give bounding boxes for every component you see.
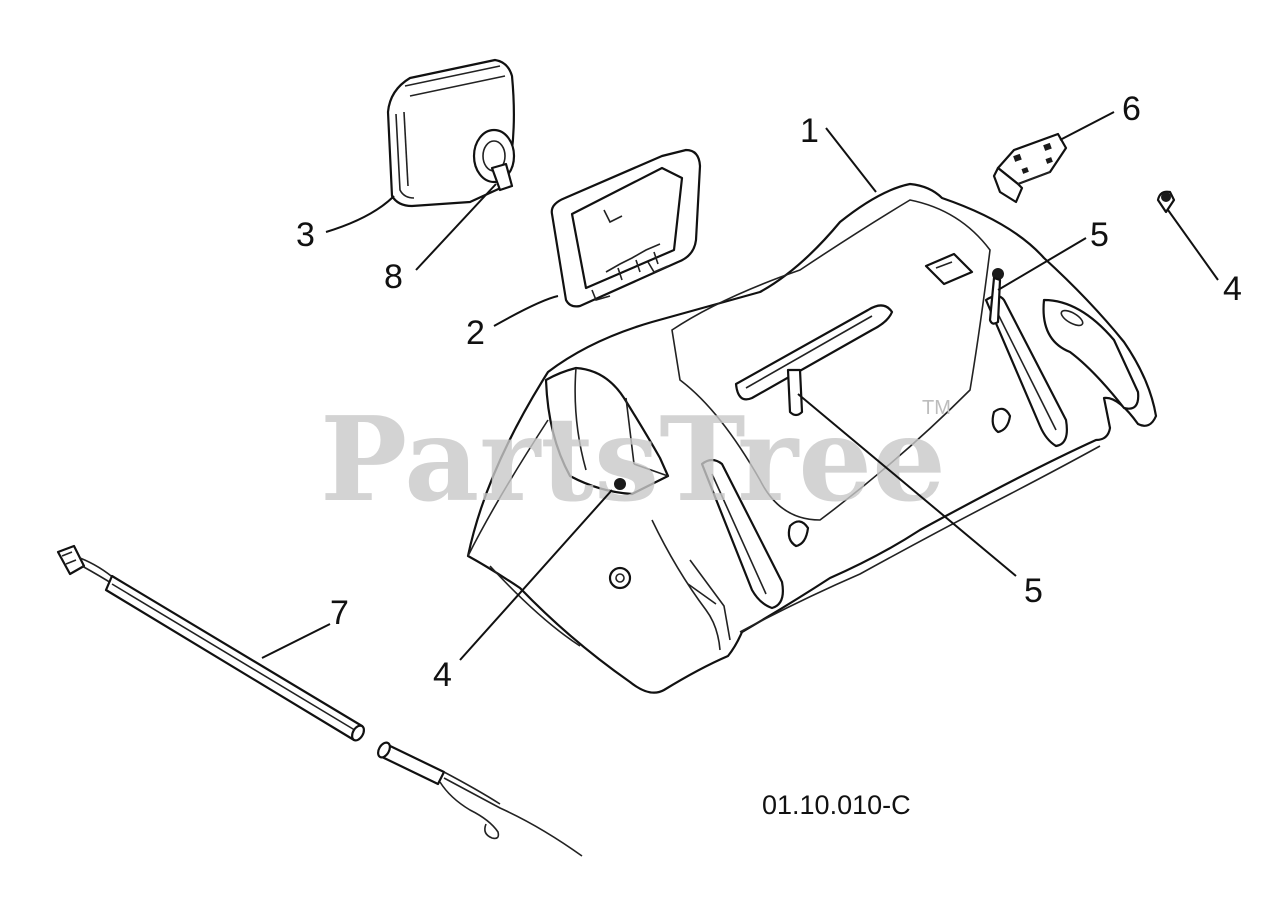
callout-4a[interactable]: 4 — [433, 656, 452, 694]
callout-4b[interactable]: 4 — [1223, 270, 1242, 308]
leader-6 — [1059, 111, 1115, 141]
leader-2 — [493, 295, 559, 327]
screw-right[interactable] — [1156, 190, 1176, 214]
trademark-mark: TM — [922, 397, 951, 419]
callout-2[interactable]: 2 — [466, 314, 485, 352]
switch[interactable] — [992, 132, 1068, 204]
leader-4a — [459, 489, 613, 661]
callout-6[interactable]: 6 — [1122, 90, 1141, 128]
drawing-code: 01.10.010-C — [762, 790, 911, 820]
leader-7 — [261, 623, 331, 659]
hood-cover[interactable] — [466, 182, 1158, 694]
leader-3 — [325, 195, 395, 233]
leader-5b — [797, 393, 1017, 577]
leader-5a — [997, 237, 1087, 291]
watermark-text: PartsTree — [320, 392, 946, 528]
leader-1 — [825, 127, 877, 193]
wiring-harness[interactable] — [56, 544, 583, 857]
callout-1[interactable]: 1 — [800, 112, 819, 150]
callout-5a[interactable]: 5 — [1090, 216, 1109, 254]
callout-7[interactable]: 7 — [330, 594, 349, 632]
callout-8[interactable]: 8 — [384, 258, 403, 296]
leader-8 — [415, 183, 497, 271]
leader-lines — [261, 111, 1219, 661]
leader-4b — [1167, 209, 1219, 281]
lamp-bezel[interactable] — [550, 148, 702, 308]
callout-5b[interactable]: 5 — [1024, 572, 1043, 610]
pin-center[interactable] — [786, 368, 804, 417]
pin-right[interactable] — [988, 276, 1002, 325]
headlight-lamp[interactable] — [386, 58, 516, 208]
callout-3[interactable]: 3 — [296, 216, 315, 254]
